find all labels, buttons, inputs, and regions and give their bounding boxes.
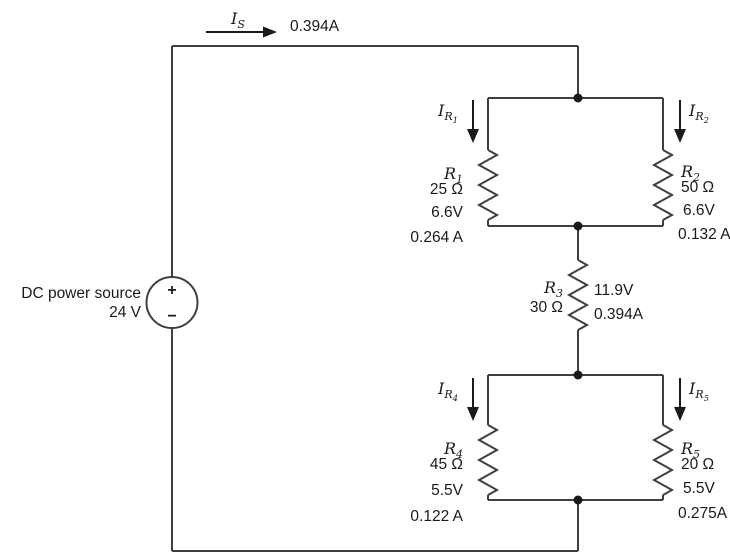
resistor-r4-zigzag bbox=[476, 424, 500, 496]
resistor-r5-zigzag bbox=[651, 424, 675, 496]
branch-current-r2-arrowhead bbox=[674, 129, 686, 143]
resistor-r2-ohms: 50 Ω bbox=[681, 179, 714, 196]
resistor-r3-zigzag bbox=[566, 259, 590, 331]
resistor-r4-name: R4 bbox=[443, 439, 463, 461]
resistor-r1-name: R1 bbox=[443, 164, 463, 186]
resistor-r5-labels: R5 20 Ω 5.5V 0.275A bbox=[678, 439, 728, 522]
resistor-r5-amps: 0.275A bbox=[678, 505, 728, 522]
junction-dot-bottom bbox=[573, 495, 583, 505]
branch-current-r2: IR2 bbox=[674, 100, 709, 143]
dc-source-minus-sign: − bbox=[167, 308, 176, 325]
junction-dot-mid-upper bbox=[573, 221, 583, 231]
resistor-r5-volts: 5.5V bbox=[683, 480, 716, 497]
branch-current-r4: IR4 bbox=[437, 378, 479, 421]
junction-dot-mid-lower bbox=[573, 370, 583, 380]
branch-current-r2-symbol: IR2 bbox=[688, 101, 709, 126]
resistor-r4-amps: 0.122 A bbox=[410, 508, 463, 525]
branch-current-r1-symbol: IR1 bbox=[437, 101, 458, 126]
resistor-r2-labels: R2 50 Ω 6.6V 0.132 A bbox=[678, 162, 730, 243]
branch-current-r4-arrowhead bbox=[467, 407, 479, 421]
resistor-r3-volts: 11.9V bbox=[594, 282, 634, 299]
branch-current-r5: IR5 bbox=[674, 378, 709, 421]
dc-source-plus-sign: + bbox=[167, 282, 176, 299]
supply-current-value: 0.394A bbox=[290, 18, 340, 35]
resistor-r4-volts: 5.5V bbox=[431, 482, 464, 499]
resistor-r1-amps: 0.264 A bbox=[410, 229, 463, 246]
resistor-r3-labels: R3 30 Ω 11.9V 0.394A bbox=[530, 278, 644, 323]
supply-current-annotation: IS 0.394A bbox=[206, 9, 340, 38]
junction-dot-top bbox=[573, 93, 583, 103]
resistor-r3-amps: 0.394A bbox=[594, 306, 644, 323]
resistor-r4-ohms: 45 Ω bbox=[430, 456, 463, 473]
resistor-r1-zigzag bbox=[476, 149, 500, 221]
resistor-r2-amps: 0.132 A bbox=[678, 226, 730, 243]
resistor-r2-zigzag bbox=[651, 149, 675, 221]
junction-dots bbox=[573, 93, 583, 505]
resistor-r3-name: R3 bbox=[543, 278, 563, 300]
dc-source-circle bbox=[145, 276, 199, 329]
resistor-r4-labels: R4 45 Ω 5.5V 0.122 A bbox=[410, 439, 463, 525]
branch-current-r1-arrowhead bbox=[467, 129, 479, 143]
circuit-wires bbox=[171, 45, 664, 552]
resistor-r5-ohms: 20 Ω bbox=[681, 456, 714, 473]
resistor-r2-volts: 6.6V bbox=[683, 202, 716, 219]
supply-current-symbol: IS bbox=[230, 9, 245, 31]
resistor-r2-name: R2 bbox=[680, 162, 700, 184]
dc-source-voltage: 24 V bbox=[109, 304, 142, 321]
supply-current-arrowhead bbox=[263, 26, 277, 38]
resistor-r1-ohms: 25 Ω bbox=[430, 181, 463, 198]
resistor-r1-volts: 6.6V bbox=[431, 204, 464, 221]
dc-power-source: + − DC power source 24 V bbox=[21, 276, 199, 329]
branch-current-r4-symbol: IR4 bbox=[437, 379, 458, 404]
branch-current-r5-arrowhead bbox=[674, 407, 686, 421]
resistor-symbols bbox=[476, 149, 675, 496]
branch-current-r1: IR1 bbox=[437, 100, 479, 143]
resistor-r5-name: R5 bbox=[680, 439, 700, 461]
resistor-r3-ohms: 30 Ω bbox=[530, 299, 563, 316]
dc-source-label: DC power source bbox=[21, 285, 141, 302]
branch-current-r5-symbol: IR5 bbox=[688, 379, 709, 404]
resistor-r1-labels: R1 25 Ω 6.6V 0.264 A bbox=[410, 164, 463, 246]
